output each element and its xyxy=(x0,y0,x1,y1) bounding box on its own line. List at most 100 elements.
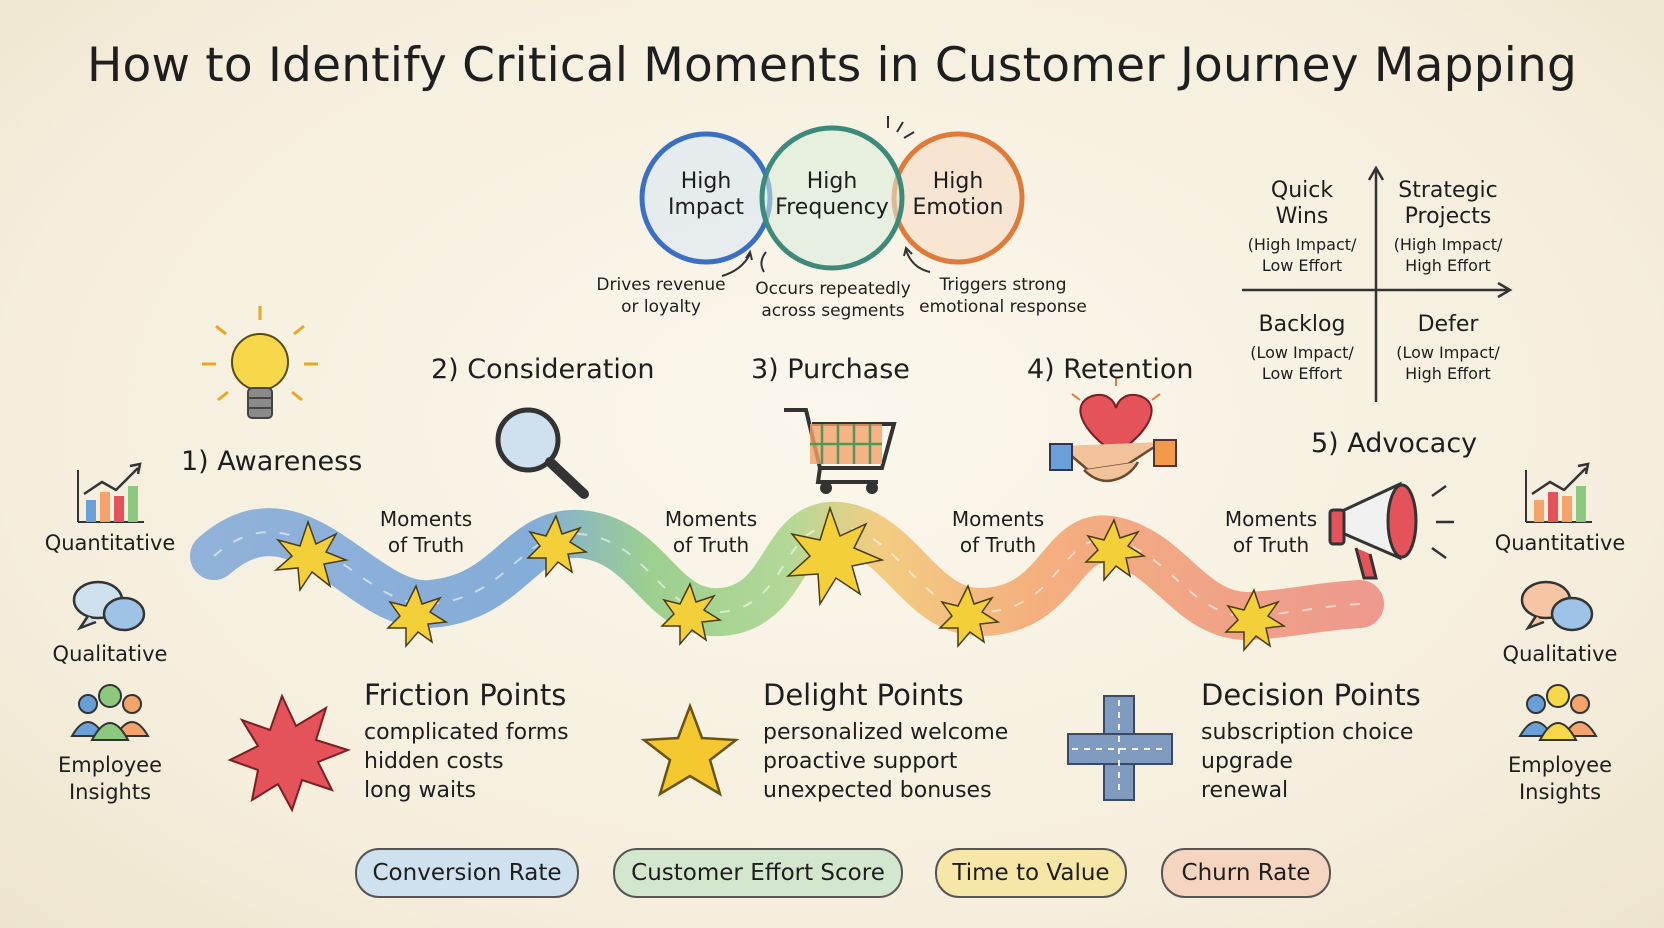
note-line: Triggers strong xyxy=(939,275,1067,295)
criteria-label-line: Impact xyxy=(667,195,745,220)
stage-awareness-label: 1) Awareness xyxy=(181,446,363,477)
quadrant-sub-line: High Effort xyxy=(1405,364,1491,383)
mot-line: of Truth xyxy=(959,533,1037,557)
decision-item: subscription choice xyxy=(1201,720,1414,745)
employee-line: Insights xyxy=(1518,780,1602,804)
quadrant-sub-line: (Low Impact/ xyxy=(1396,343,1500,362)
stage-retention-label: 4) Retention xyxy=(1027,354,1194,385)
mot-line: Moments xyxy=(379,507,473,531)
delight-item: proactive support xyxy=(763,749,958,774)
quadrant-sub-line: Low Effort xyxy=(1261,256,1343,275)
chat-bubbles-icon-right xyxy=(1520,580,1594,632)
crossroads-icon xyxy=(1067,695,1173,801)
metric-pill-conversion-rate: Conversion Rate xyxy=(355,848,579,898)
qualitative-label-left: Qualitative xyxy=(52,642,168,666)
employee-insights-label-right: Employee Insights xyxy=(1475,752,1645,806)
moment-burst xyxy=(1224,588,1287,653)
criteria-label-line: Emotion xyxy=(912,195,1004,220)
people-group-icon-left xyxy=(70,684,150,741)
moments-of-truth-label: Moments of Truth xyxy=(933,506,1063,558)
quadrant-backlog-title: Backlog xyxy=(1237,312,1367,338)
priority-matrix-axes xyxy=(1242,165,1513,402)
employee-line: Employee xyxy=(57,753,162,777)
moments-of-truth-label: Moments of Truth xyxy=(1206,506,1336,558)
high-frequency-label: High Frequency xyxy=(767,169,897,221)
quadrant-sub-line: Low Effort xyxy=(1261,364,1343,383)
moment-burst xyxy=(526,514,589,579)
moments-of-truth-label: Moments of Truth xyxy=(361,506,491,558)
megaphone-icon xyxy=(1328,481,1454,580)
decision-item: renewal xyxy=(1201,778,1289,803)
chat-bubbles-icon-left xyxy=(72,580,146,632)
star-icon xyxy=(640,702,740,797)
delight-item: unexpected bonuses xyxy=(763,778,992,803)
quadrant-title-line: Defer xyxy=(1417,312,1479,337)
high-emotion-label: High Emotion xyxy=(893,169,1023,221)
starburst-icon xyxy=(227,693,351,813)
quadrant-title-line: Projects xyxy=(1404,204,1492,229)
mot-line: of Truth xyxy=(1232,533,1310,557)
journey-path xyxy=(190,501,1384,640)
emotion-note-arrow xyxy=(905,249,931,273)
quadrant-title-line: Quick xyxy=(1270,178,1334,203)
friction-points-title: Friction Points xyxy=(364,678,567,712)
moment-burst xyxy=(938,584,1001,649)
delight-item: personalized welcome xyxy=(763,720,1009,745)
criteria-venn xyxy=(639,116,1025,277)
people-group-icon-right xyxy=(1518,684,1598,741)
frequency-note-arrow xyxy=(760,251,767,273)
criteria-label-line: High xyxy=(806,169,858,194)
note-line: Occurs repeatedly xyxy=(755,279,911,299)
moment-burst xyxy=(273,519,349,593)
employee-insights-label-left: Employee Insights xyxy=(25,752,195,806)
criteria-label-line: High xyxy=(932,169,984,194)
note-line: or loyalty xyxy=(621,297,701,317)
stage-purchase-label: 3) Purchase xyxy=(751,354,910,385)
friction-item: complicated forms xyxy=(364,720,569,745)
employee-line: Employee xyxy=(1507,753,1612,777)
magnifying-glass-icon xyxy=(495,407,589,499)
qualitative-label-right: Qualitative xyxy=(1502,642,1618,666)
frequency-note: Occurs repeatedly across segments xyxy=(748,278,918,322)
moment-burst-large xyxy=(785,505,885,607)
mot-line: of Truth xyxy=(672,533,750,557)
quadrant-title-line: Backlog xyxy=(1258,312,1346,337)
quadrant-strategic-projects-title: Strategic Projects xyxy=(1383,178,1513,230)
lightbulb-icon xyxy=(202,306,318,419)
quadrant-defer-title: Defer xyxy=(1383,312,1513,338)
decision-item: upgrade xyxy=(1201,749,1293,774)
mot-line: Moments xyxy=(664,507,758,531)
mot-line: Moments xyxy=(1224,507,1318,531)
metric-pill-churn-rate: Churn Rate xyxy=(1161,848,1331,898)
friction-item: long waits xyxy=(364,778,477,803)
impact-note-arrow xyxy=(721,253,751,277)
quadrant-title-line: Strategic xyxy=(1398,178,1498,203)
mot-line: Moments xyxy=(951,507,1045,531)
quantitative-label-right: Quantitative xyxy=(1494,531,1626,555)
quadrant-backlog-sub: (Low Impact/ Low Effort xyxy=(1232,342,1372,384)
criteria-label-line: High xyxy=(680,169,732,194)
note-line: Drives revenue xyxy=(596,275,726,295)
quadrant-quick-wins-title: Quick Wins xyxy=(1237,178,1367,230)
moment-burst xyxy=(660,582,723,647)
bar-chart-icon-right xyxy=(1525,462,1592,523)
quadrant-defer-sub: (Low Impact/ High Effort xyxy=(1378,342,1518,384)
quadrant-strategic-projects-sub: (High Impact/ High Effort xyxy=(1378,234,1518,276)
note-line: across segments xyxy=(761,301,905,321)
quadrant-sub-line: High Effort xyxy=(1405,256,1491,275)
quadrant-title-line: Wins xyxy=(1275,204,1329,229)
stage-consideration-label: 2) Consideration xyxy=(431,354,655,385)
friction-item: hidden costs xyxy=(364,749,504,774)
stage-advocacy-label: 5) Advocacy xyxy=(1311,428,1478,459)
decision-points-title: Decision Points xyxy=(1201,678,1421,712)
quadrant-sub-line: (High Impact/ xyxy=(1247,235,1357,254)
moment-bursts xyxy=(273,505,1287,653)
metric-pill-time-to-value: Time to Value xyxy=(935,848,1127,898)
employee-line: Insights xyxy=(68,780,152,804)
mot-line: of Truth xyxy=(387,533,465,557)
note-line: emotional response xyxy=(919,297,1087,317)
emotion-note: Triggers strong emotional response xyxy=(918,274,1088,318)
bar-chart-icon-left xyxy=(77,462,144,523)
quadrant-sub-line: (Low Impact/ xyxy=(1250,343,1354,362)
